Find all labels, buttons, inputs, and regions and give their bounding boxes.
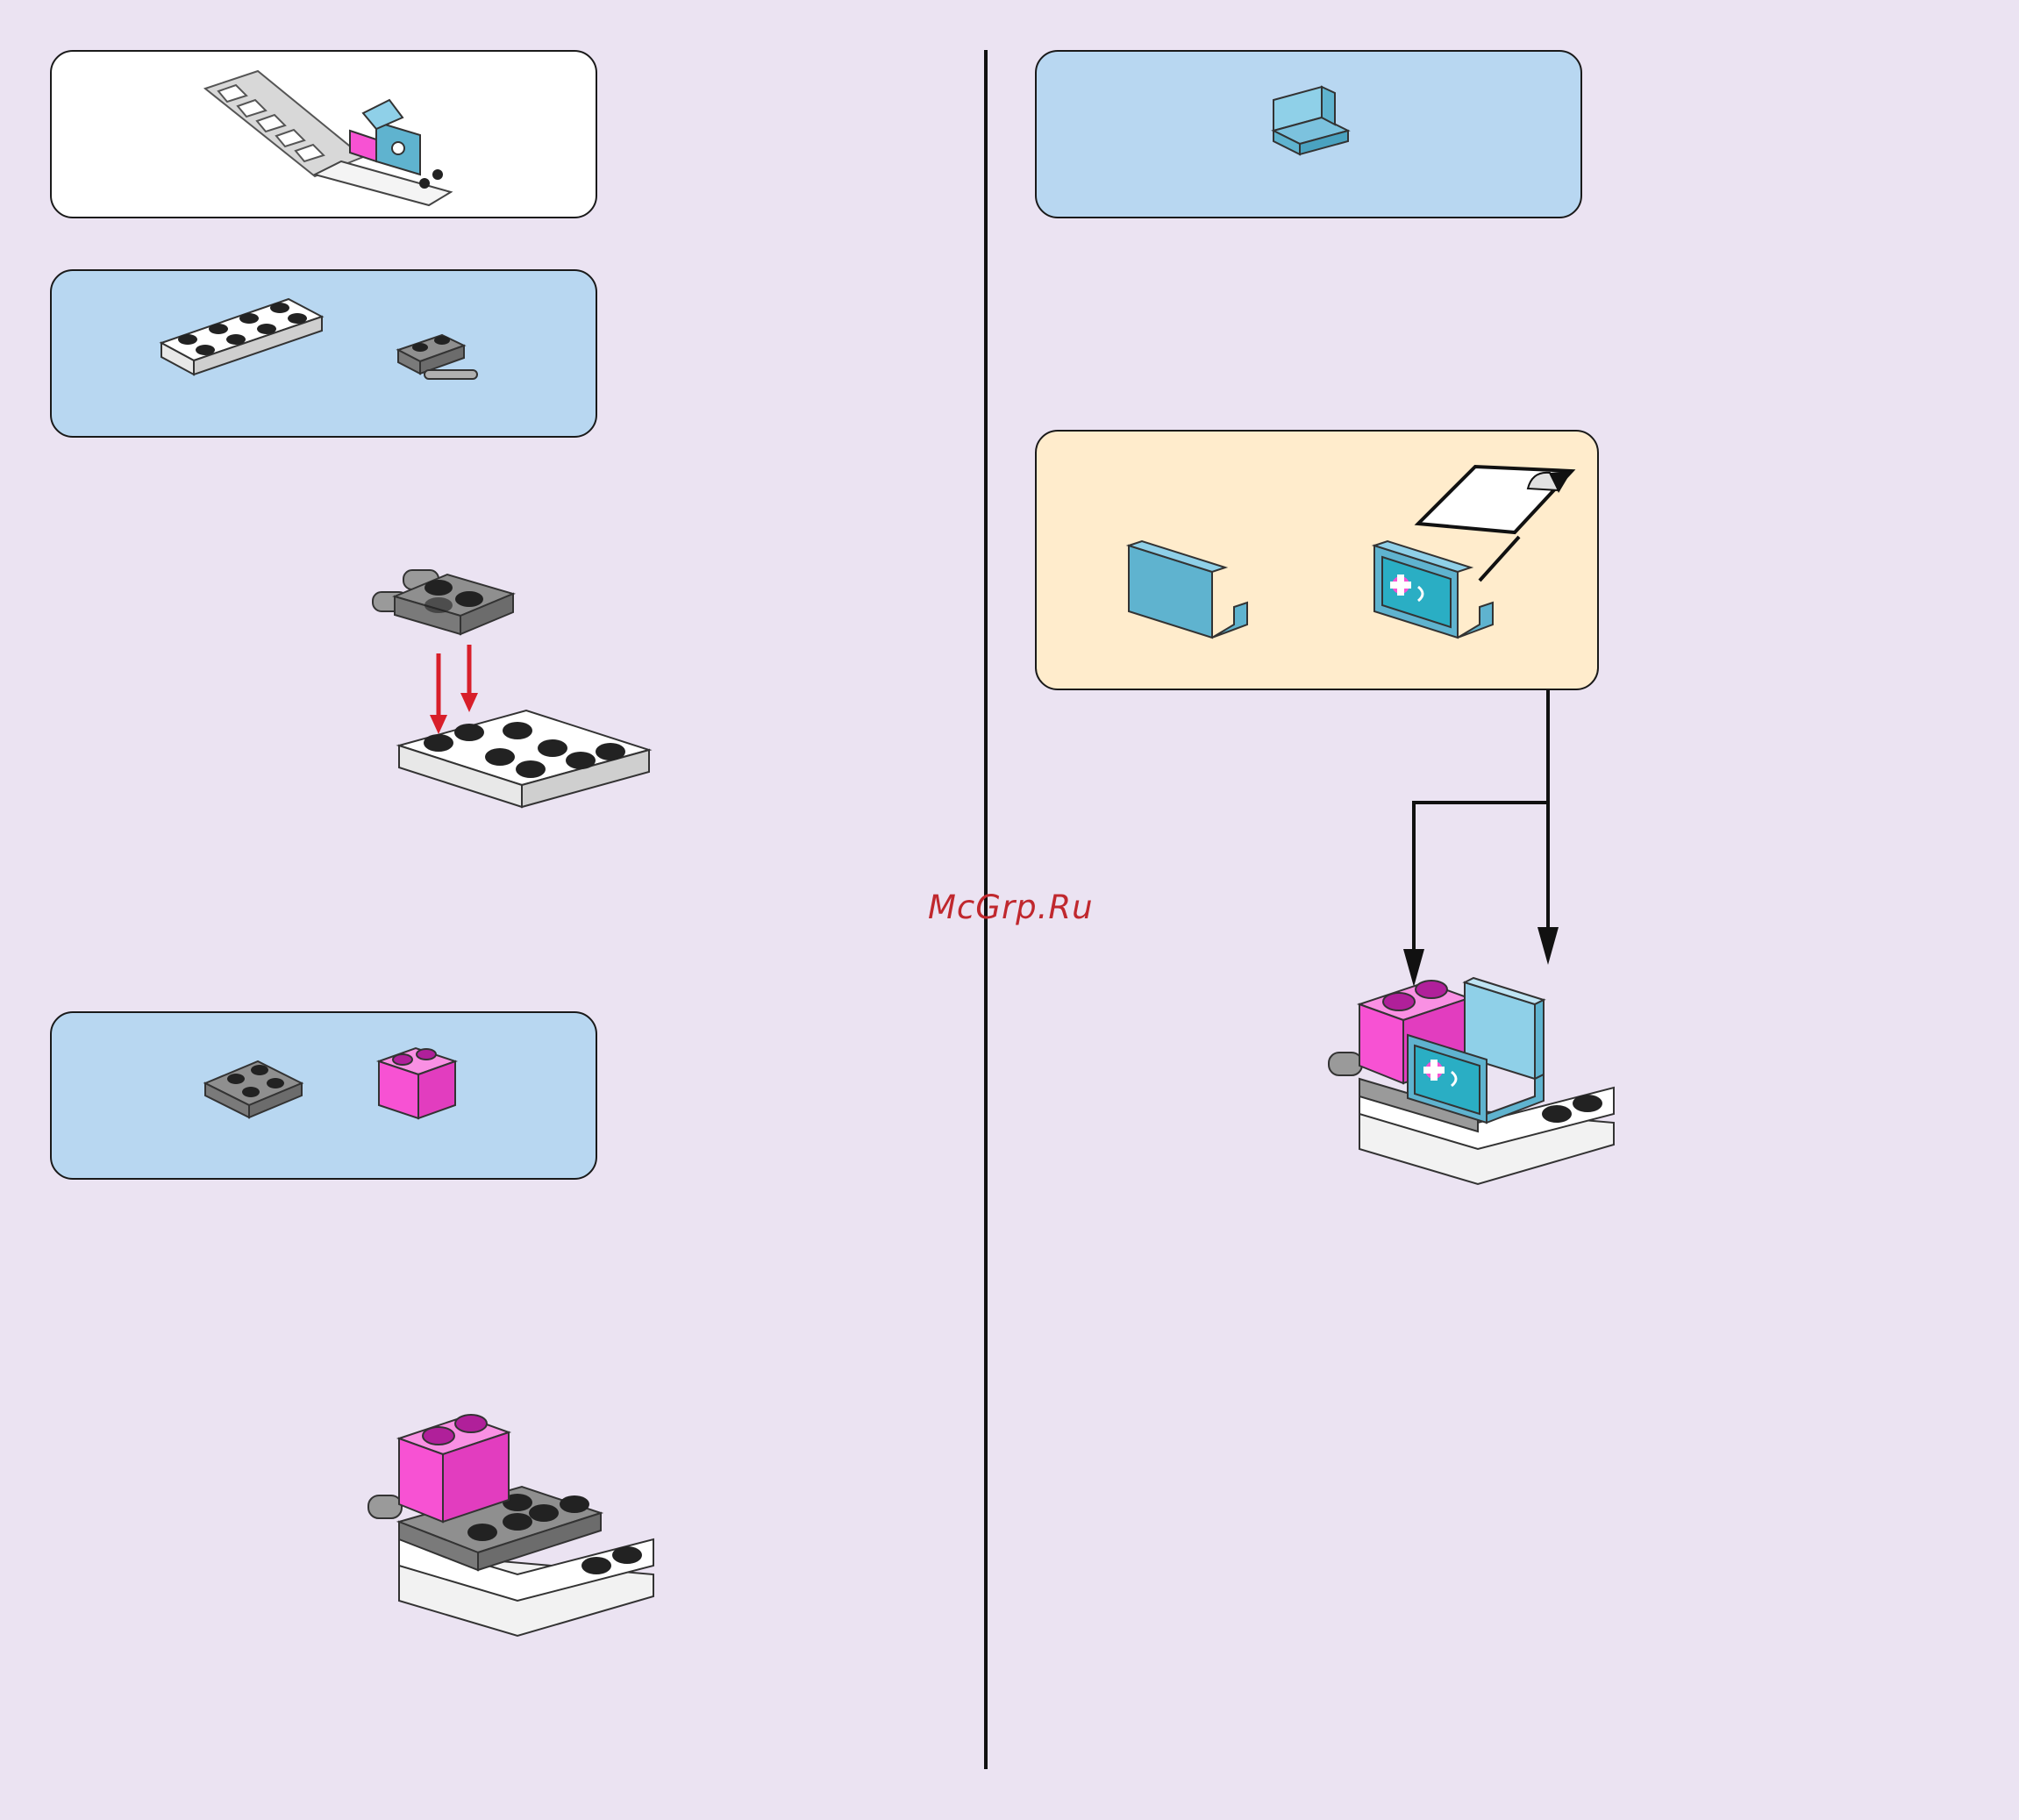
step-a-parts-panel: [50, 269, 597, 438]
pink-brick-1x2-icon: [372, 1035, 468, 1131]
overview-panel: [50, 50, 597, 218]
gray-plate-2x2-icon: [196, 1044, 319, 1131]
gray-plate-with-clips-icon: [389, 319, 495, 389]
finished-stretcher-diagram: [1324, 956, 1614, 1184]
vehicle-assembly-icon: [52, 52, 599, 220]
blue-panel-icon: [1265, 82, 1361, 170]
pink-brick-on-base-diagram: [364, 1390, 653, 1636]
white-plate-2x4-icon: [157, 289, 332, 394]
sticker-sheet-icon: [1414, 462, 1589, 585]
watermark: McGrp.Ru: [928, 889, 1094, 926]
step-c-parts-panel: [1035, 50, 1582, 218]
blue-panel-plain-icon: [1124, 541, 1265, 655]
step-b-parts-panel: [50, 1011, 597, 1180]
attach-clip-plate-diagram: [368, 548, 649, 846]
sticker-panel: [1035, 430, 1599, 690]
